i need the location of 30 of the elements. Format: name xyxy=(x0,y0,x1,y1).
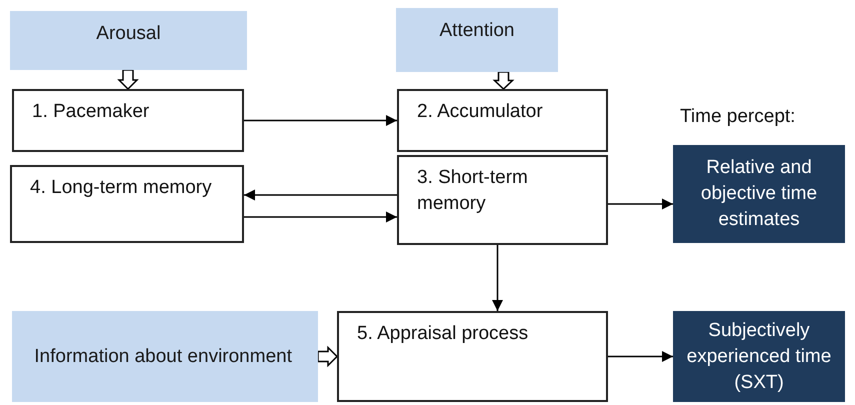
input-band xyxy=(10,11,247,70)
heading-label: Time percept: xyxy=(680,105,796,129)
node-text: Relative and objective time estimates xyxy=(700,156,818,232)
arrow xyxy=(244,212,397,222)
block-arrow xyxy=(317,346,338,368)
node-text: 5. Appraisal process xyxy=(357,322,530,346)
node-text: 2. Accumulator xyxy=(417,100,544,124)
input-band xyxy=(12,311,318,402)
process-box xyxy=(397,155,608,245)
node-text: Information about environment xyxy=(34,344,292,368)
arrow xyxy=(244,190,397,200)
process-box xyxy=(10,165,244,243)
node-text: Subjectively experienced time (SXT) xyxy=(686,318,832,394)
process-box xyxy=(397,89,608,152)
node-text: Arousal xyxy=(96,22,161,46)
arrow xyxy=(492,245,503,311)
arrow xyxy=(608,198,673,210)
block-arrow xyxy=(117,69,139,90)
node-text: Attention xyxy=(440,19,514,43)
output-box xyxy=(673,145,845,243)
node-text: 4. Long-term memory xyxy=(30,176,213,200)
input-band xyxy=(396,8,558,72)
node-text: 3. Short-term memory xyxy=(417,166,529,216)
process-box xyxy=(337,311,608,402)
process-box xyxy=(12,89,244,152)
output-box xyxy=(673,311,845,402)
block-arrow xyxy=(492,71,514,90)
node-text: 1. Pacemaker xyxy=(32,100,150,124)
arrow xyxy=(608,351,673,362)
arrow xyxy=(244,115,397,126)
